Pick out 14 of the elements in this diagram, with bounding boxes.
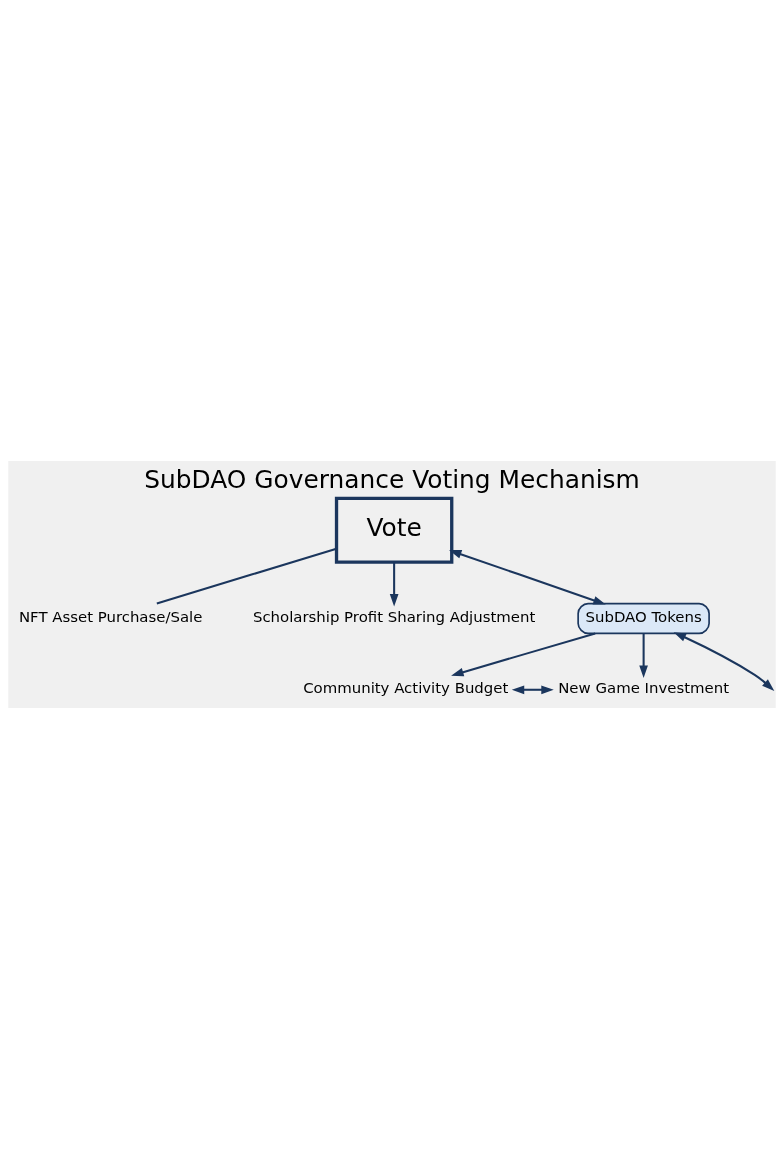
- arrow: [451, 632, 596, 676]
- node-text: NFT Asset Purchase/Sale: [18, 607, 203, 626]
- node-text: Scholarship Profit Sharing Adjustment: [252, 607, 536, 626]
- node-box: Vote: [334, 496, 454, 564]
- arrow: [511, 684, 554, 694]
- arrow: [639, 633, 648, 678]
- arrow: [389, 561, 399, 607]
- arrow: [449, 549, 606, 605]
- diagram-title: SubDAO Governance Voting Mechanism: [144, 464, 640, 494]
- arrow: [673, 631, 775, 691]
- connector: [156, 547, 337, 605]
- node-text: New Game Investment: [558, 678, 730, 697]
- node-text: Community Activity Budget: [303, 678, 509, 697]
- node-box: SubDAO Tokens: [577, 602, 710, 634]
